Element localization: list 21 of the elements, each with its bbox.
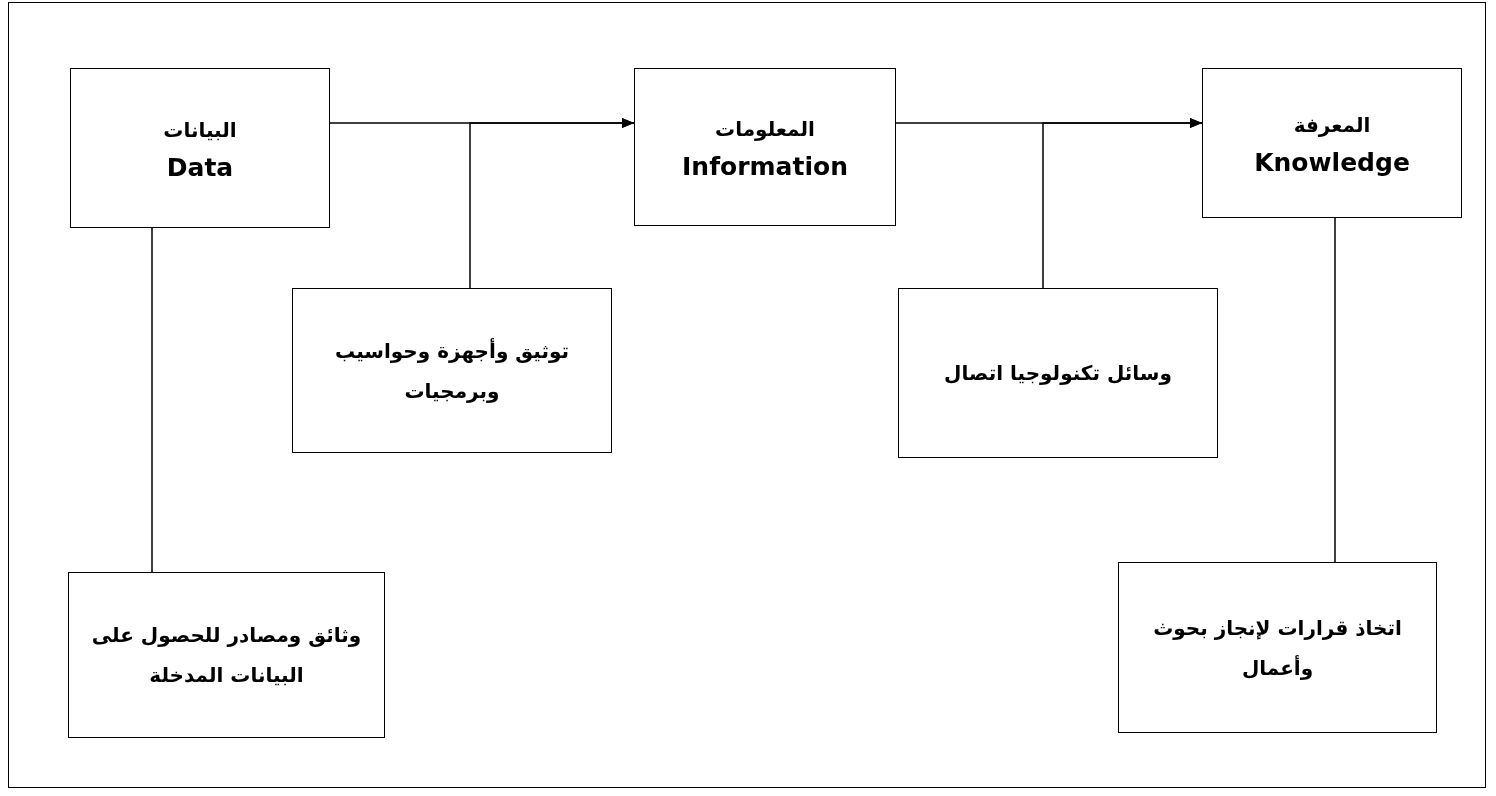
process-box [68,572,385,738]
connector [469,118,635,289]
process-box [1118,562,1437,733]
connector [151,227,153,573]
box-text: المعرفة [1293,112,1371,139]
box-text: وثائق ومصادر للحصول على البيانات المدخلة [91,622,362,689]
connector [1334,217,1336,563]
box-text: وسائل تكنولوجيا اتصال [944,360,1172,387]
process-box [292,288,612,453]
box-text: Information [682,151,848,183]
box-text: اتخاذ قرارات لإنجاز بحوث وأعمال [1152,614,1403,682]
box-text: Data [166,152,234,184]
box-text: Knowledge [1254,147,1410,179]
box-text: البيانات [163,117,237,144]
connector [1042,118,1203,289]
box-text: المعلومات [715,116,815,143]
box-text: توثيق وأجهزة وحواسيب وبرمجيات [333,337,571,405]
process-box [898,288,1218,458]
process-box [634,68,896,226]
process-box [70,68,330,228]
process-box [1202,68,1462,218]
